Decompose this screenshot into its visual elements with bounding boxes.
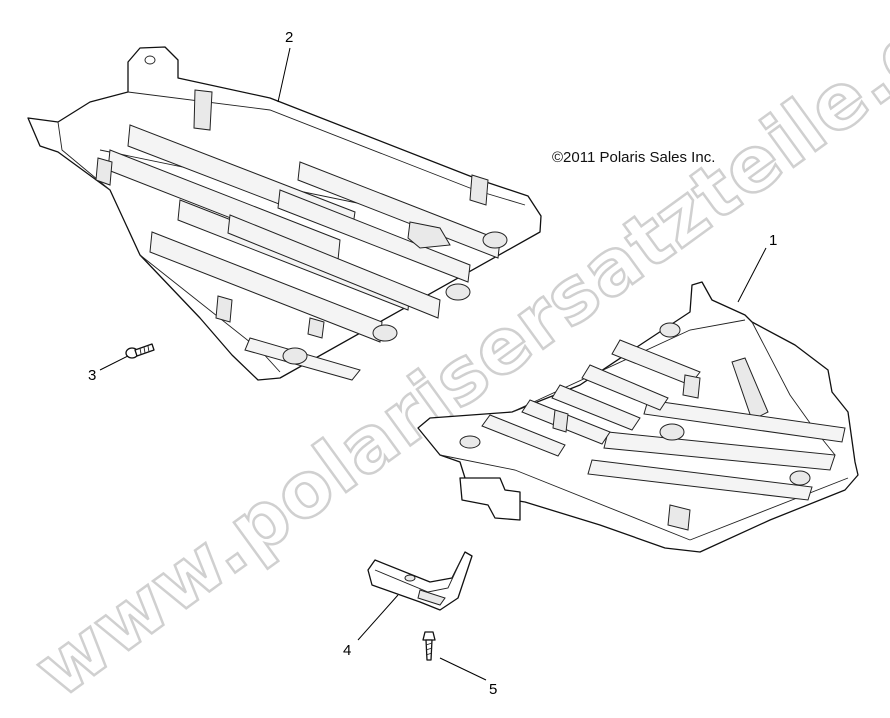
callout-1: 1: [769, 232, 777, 249]
part-5-screw: [422, 631, 436, 661]
leader-line-1: [737, 247, 767, 303]
copyright-text: ©2011 Polaris Sales Inc.: [552, 149, 715, 166]
callout-4: 4: [343, 642, 351, 659]
callout-5: 5: [489, 681, 497, 698]
leader-line-3: [99, 355, 129, 371]
part-2-mount-bosses: [282, 231, 508, 365]
leader-line-4: [357, 594, 399, 641]
leader-line-5: [439, 657, 487, 681]
callout-2: 2: [285, 29, 293, 46]
part-4-bracket: [367, 551, 473, 611]
callout-3: 3: [88, 367, 96, 384]
part-1-skid-plate: [417, 281, 859, 553]
part-1-round-hole: [659, 423, 685, 441]
leader-line-2: [277, 47, 291, 103]
part-2-skid-plate: [27, 46, 542, 381]
part-3-bolt: [125, 343, 155, 359]
